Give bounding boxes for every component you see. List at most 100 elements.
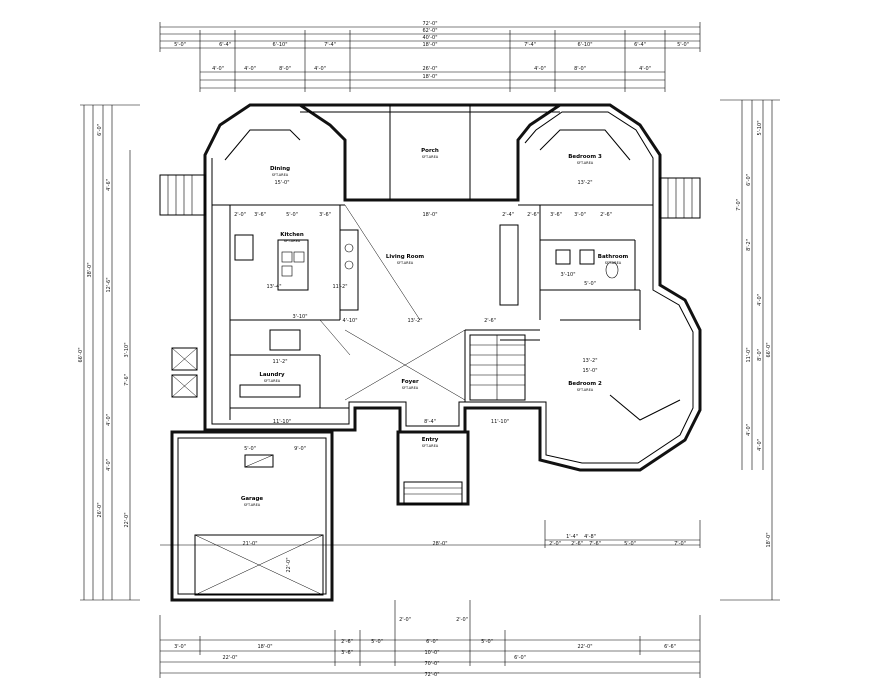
dim-top-row2: 4'-0"	[244, 66, 256, 72]
dim-interior: 2'-6"	[527, 212, 539, 218]
dim-interior: 3'-6"	[254, 212, 266, 218]
left-dimension-lines	[80, 104, 140, 601]
room-area-kitchen: SFT.AREA	[284, 239, 301, 243]
dim-interior: 2'-4"	[502, 212, 514, 218]
dim-interior: 21'-0"	[242, 541, 257, 547]
dim-top-row1: 18'-0"	[422, 42, 437, 48]
dim-interior: 7'-6"	[589, 541, 601, 547]
dim-top-row2: 4'-0"	[534, 66, 546, 72]
dim-right-side: 8'-0"	[757, 349, 763, 361]
dim-left-inner: 38'-0"	[87, 262, 93, 277]
dim-bottom-overall-1: 72'-0"	[424, 672, 439, 678]
dim-left-side: 3'-10"	[124, 342, 130, 357]
dim-top-row1: 7'-4"	[524, 42, 536, 48]
dim-bottom-small: 2'-0"	[456, 617, 468, 623]
right-steps	[659, 177, 701, 219]
dim-interior: 3'-6"	[319, 212, 331, 218]
room-label-laundry: Laundry	[259, 372, 285, 378]
dim-interior: 11'-2"	[272, 359, 287, 365]
bottom-dimension-lines	[159, 600, 701, 678]
dim-bottom-small: 2'-0"	[399, 617, 411, 623]
left-dimension-labels: 66'-0" 38'-0" 6'-0" 4'-6" 12'-6" 3'-10" …	[78, 124, 130, 527]
dim-top-row1: 6'-10"	[272, 42, 287, 48]
dim-top-row1: 7'-4"	[324, 42, 336, 48]
dim-right-side: 6'-0"	[746, 174, 752, 186]
dim-top-row1: 5'-0"	[677, 42, 689, 48]
dim-top-overall-1: 72'-0"	[422, 21, 437, 27]
dim-top-row1: 6'-10"	[577, 42, 592, 48]
room-label-foyer: Foyer	[401, 379, 419, 385]
dim-top-row1: 6'-4"	[634, 42, 646, 48]
dim-bottom-row1: 6'-6"	[664, 644, 676, 650]
dim-left-side: 4'-0"	[106, 459, 112, 471]
dim-bottom-row2: 6'-0"	[514, 655, 526, 661]
dim-right-inner: 18'-0"	[766, 532, 772, 547]
room-dim-bedroom3: 13'-2"	[577, 180, 592, 186]
room-area-living: SFT.AREA	[397, 261, 414, 265]
dim-bottom-row1: 2'-6"	[341, 639, 353, 645]
room-area-dining: SFT.AREA	[272, 173, 289, 177]
room-area-foyer: SFT.AREA	[402, 386, 419, 390]
dim-interior: 15'-0"	[582, 368, 597, 374]
dim-interior: 13'-2"	[582, 358, 597, 364]
dim-right-side: 11'-0"	[746, 347, 752, 362]
dim-interior: 11'-2"	[332, 284, 347, 290]
right-dimension-lines	[720, 99, 780, 601]
dim-interior: 28'-0"	[432, 541, 447, 547]
lower-right-dimension-lines	[160, 520, 701, 548]
dim-interior: 2'-0"	[549, 541, 561, 547]
dim-top-row2: 4'-0"	[212, 66, 224, 72]
dim-interior: 4'-10"	[342, 318, 357, 324]
room-area-bedroom3: SFT.AREA	[577, 161, 594, 165]
room-labels: Dining SFT.AREA 15'-0" Porch SFT.AREA Be…	[241, 148, 629, 507]
dim-left-side: 26'-0"	[97, 502, 103, 517]
dim-bottom-row1: 6'-0"	[426, 639, 438, 645]
room-label-bathroom: Bathroom	[598, 254, 629, 260]
dim-interior: 4'-8"	[584, 534, 596, 540]
dim-interior: 8'-4"	[424, 419, 436, 425]
room-area-entry: SFT.AREA	[422, 444, 439, 448]
dim-left-side: 4'-6"	[106, 179, 112, 191]
dim-interior: 5'-0"	[244, 446, 256, 452]
dim-left-overall: 66'-0"	[78, 347, 84, 362]
dim-top-row2: 4'-0"	[639, 66, 651, 72]
dim-interior: 22'-0"	[286, 557, 292, 572]
dim-left-side: 4'-0"	[106, 414, 112, 426]
dim-top-overall-3: 40'-0"	[422, 35, 437, 41]
dim-bottom-row2: 3'-6"	[341, 650, 353, 656]
dim-interior: 3'-10"	[560, 272, 575, 278]
dim-bottom-row2: 10'-0"	[424, 650, 439, 656]
interior-walls	[212, 129, 681, 421]
right-dimension-labels: 66'-0" 18'-0" 5'-10" 6'-0" 7'-0" 8'-2" 4…	[736, 120, 772, 547]
dim-left-side: 22'-0"	[124, 512, 130, 527]
dim-interior: 9'-0"	[294, 446, 306, 452]
dim-right-overall: 66'-0"	[766, 342, 772, 357]
room-area-porch: SFT.AREA	[422, 155, 439, 159]
entry-walls	[396, 430, 470, 506]
dim-interior: 18'-0"	[422, 212, 437, 218]
room-label-bedroom3: Bedroom 3	[568, 154, 602, 160]
dim-interior: 3'-6"	[550, 212, 562, 218]
room-label-porch: Porch	[421, 148, 439, 154]
dim-interior: 3'-0"	[574, 212, 586, 218]
dim-right-side: 7'-0"	[736, 199, 742, 211]
dim-right-side: 8'-2"	[746, 239, 752, 251]
dim-interior: 2'-6"	[600, 212, 612, 218]
dim-interior: 2'-0"	[234, 212, 246, 218]
room-label-entry: Entry	[422, 437, 439, 443]
interior-dimension-labels: 2'-0" 3'-6" 5'-0" 3'-6" 18'-0" 2'-4" 2'-…	[234, 212, 686, 573]
dim-interior: 11'-10"	[491, 419, 509, 425]
room-label-living: Living Room	[386, 254, 424, 260]
dim-right-side: 4'-0"	[746, 424, 752, 436]
dim-bottom-row1: 5'-0"	[481, 639, 493, 645]
dim-top-row2: 4'-0"	[314, 66, 326, 72]
top-dimension-lines	[159, 22, 701, 92]
dim-interior: 7'-0"	[674, 541, 686, 547]
dim-right-side: 5'-10"	[757, 120, 763, 135]
dim-interior: 5'-0"	[286, 212, 298, 218]
dim-top-overall-2: 62'-0"	[422, 28, 437, 34]
left-steps	[159, 174, 206, 398]
diagonal-lines	[319, 204, 466, 401]
dim-interior: 11'-10"	[273, 419, 291, 425]
